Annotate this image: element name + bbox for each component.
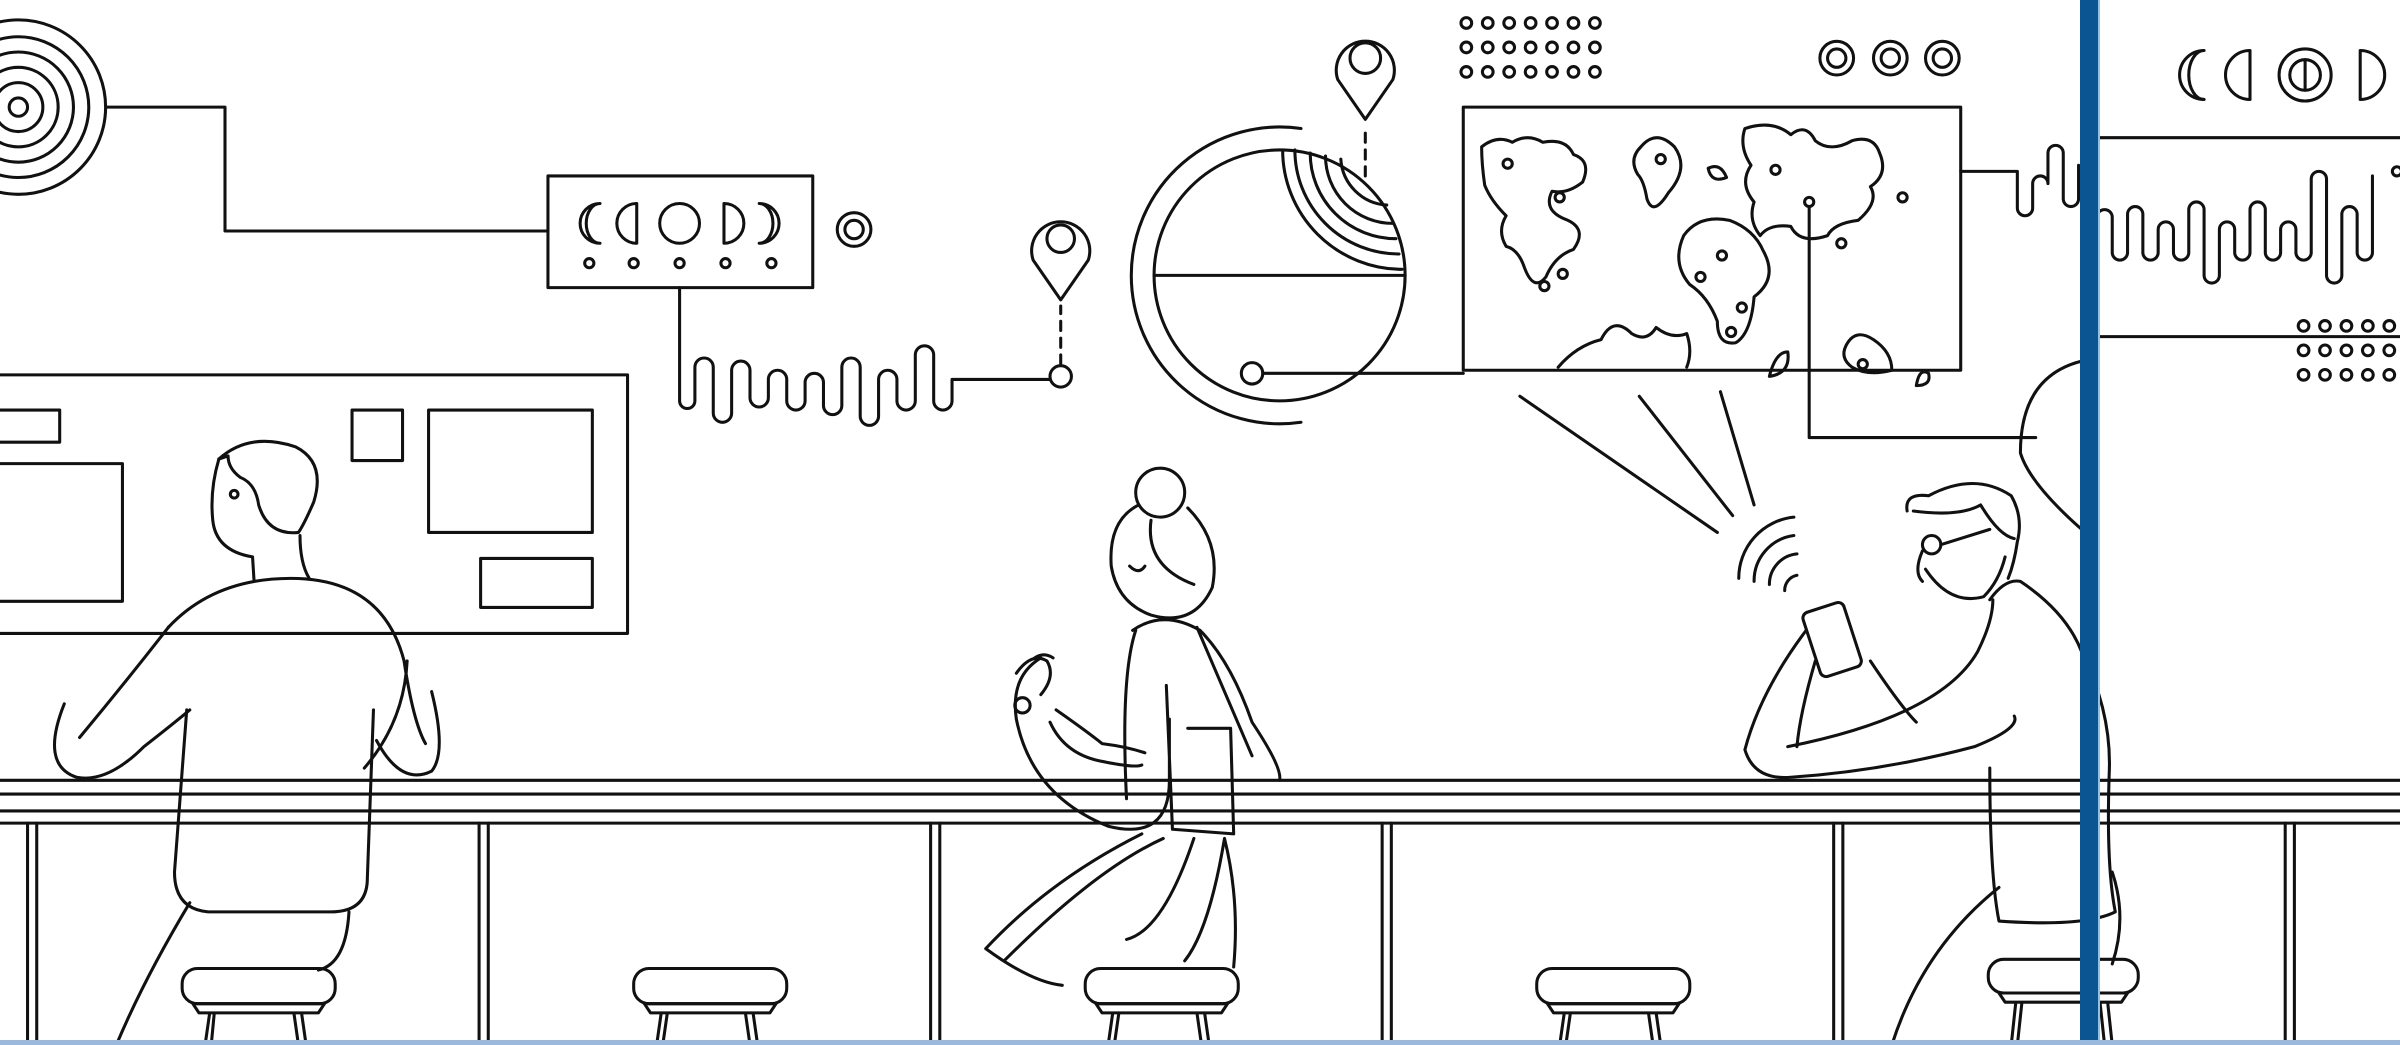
- target-rings-icon: [0, 18, 550, 233]
- world-map-panel: [1461, 105, 2081, 534]
- vertical-divider-bar: [2080, 0, 2100, 1045]
- bar-counter: [0, 778, 2400, 1045]
- right-wall-panel: [2095, 47, 2400, 382]
- bar-stools: [180, 957, 2140, 1045]
- person-middle: [984, 466, 1282, 987]
- person-left: [52, 439, 441, 1045]
- wall-board: [0, 373, 630, 635]
- moon-phase-panel: [546, 174, 1092, 427]
- radar-chart: [1129, 39, 1465, 426]
- person-right: [1737, 359, 2122, 1045]
- dot-grid: [1459, 16, 1961, 79]
- bottom-strip: [0, 1040, 2400, 1045]
